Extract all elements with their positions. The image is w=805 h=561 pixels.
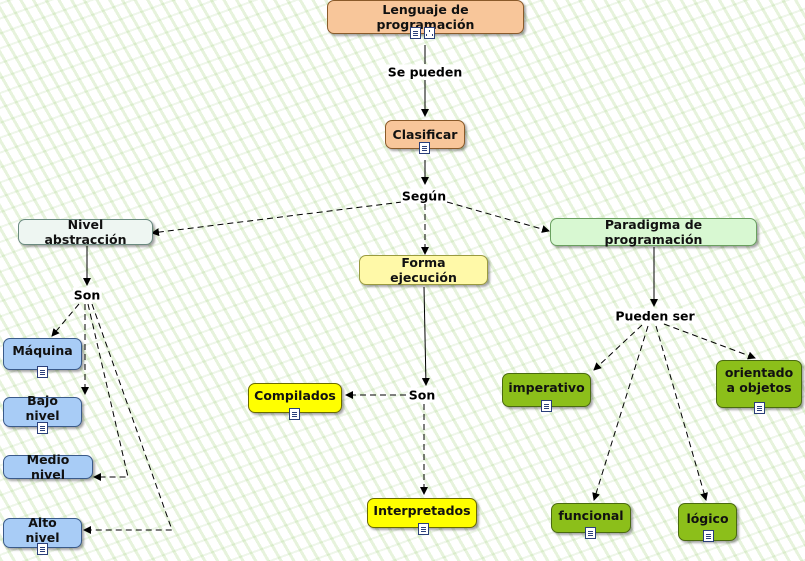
link-segun-paradigma — [446, 201, 550, 233]
link-puedenser-funcional — [592, 325, 649, 501]
resource-icons — [703, 530, 714, 542]
resource-icons — [418, 523, 429, 535]
concept-bajo-nivel[interactable]: Bajo nivel — [3, 393, 82, 434]
link-puedenser-logico — [655, 325, 708, 501]
link-son-medionivel — [87, 303, 129, 481]
document-icon[interactable] — [37, 422, 48, 434]
concept-label: Medio nivel — [26, 452, 70, 482]
resource-icons — [37, 543, 48, 555]
document-icon[interactable] — [541, 400, 552, 412]
resource-icons — [754, 402, 765, 414]
link-son-altonivel — [83, 303, 173, 534]
resource-icons — [289, 408, 300, 420]
document-icon[interactable] — [37, 366, 48, 378]
concept-maquina[interactable]: Máquina — [3, 338, 82, 378]
resource-icons — [419, 142, 430, 154]
link-forma-son — [421, 286, 430, 386]
document-icon[interactable] — [585, 527, 596, 539]
document-icon[interactable] — [410, 27, 421, 39]
document-icon[interactable] — [754, 402, 765, 414]
concept-alto-nivel[interactable]: Alto nivel — [3, 515, 82, 555]
concept-imperativo[interactable]: imperativo — [502, 373, 591, 412]
concept-label: Alto nivel — [25, 515, 60, 545]
concept-funcional[interactable]: funcional — [551, 503, 631, 539]
document-icon[interactable] — [419, 142, 430, 154]
concept-label: lógico — [686, 510, 729, 526]
concept-lenguaje-de-programacion[interactable]: Lenguaje de programación — [327, 0, 524, 39]
concept-label: Clasificar — [392, 127, 458, 142]
concept-label: orientado a objetos — [724, 365, 794, 395]
concept-nivel-abstraccion[interactable]: Nivel abstracción — [18, 217, 153, 247]
document-icon[interactable] — [418, 523, 429, 535]
link-label-se-pueden: Se pueden — [386, 64, 464, 80]
resource-icons — [585, 527, 596, 539]
concept-label: Lenguaje de programación — [376, 2, 475, 32]
link-label-son-ejecucion: Son — [407, 387, 437, 403]
concept-label: Interpretados — [373, 502, 471, 518]
concept-label: Forma ejecución — [390, 255, 457, 285]
concept-forma-ejecucion[interactable]: Forma ejecución — [359, 255, 488, 285]
concept-map-icon[interactable] — [424, 27, 435, 39]
document-icon[interactable] — [289, 408, 300, 420]
link-son-maquina — [51, 303, 80, 337]
link-label-segun: Según — [400, 188, 448, 204]
link-segun-nivel — [151, 201, 403, 237]
concept-compilados[interactable]: Compilados — [248, 383, 342, 420]
concept-label: imperativo — [508, 379, 585, 395]
concept-medio-nivel[interactable]: Medio nivel — [3, 452, 93, 482]
concept-label: funcional — [558, 507, 624, 523]
link-puedenser-imperativo — [593, 324, 643, 371]
concept-interpretados[interactable]: Interpretados — [367, 498, 477, 535]
concept-clasificar[interactable]: Clasificar — [385, 120, 465, 154]
document-icon[interactable] — [703, 530, 714, 542]
resource-icons — [37, 366, 48, 378]
concept-paradigma-de-programacion[interactable]: Paradigma de programación — [550, 217, 757, 247]
resource-icons — [541, 400, 552, 412]
concept-label: Paradigma de programación — [604, 217, 703, 247]
link-label-son-abstraccion: Son — [72, 287, 102, 303]
link-puedenser-orientado — [663, 323, 756, 360]
resource-icons — [37, 422, 48, 434]
concept-logico[interactable]: lógico — [678, 503, 737, 542]
resource-icons — [410, 27, 435, 39]
concept-label: Nivel abstracción — [44, 217, 127, 247]
concept-orientado-a-objetos[interactable]: orientado a objetos — [716, 360, 802, 414]
concept-label: Compilados — [254, 387, 336, 403]
concept-label: Bajo nivel — [25, 393, 60, 423]
document-icon[interactable] — [37, 543, 48, 555]
concept-label: Máquina — [12, 342, 73, 358]
link-label-pueden-ser: Pueden ser — [614, 308, 696, 324]
